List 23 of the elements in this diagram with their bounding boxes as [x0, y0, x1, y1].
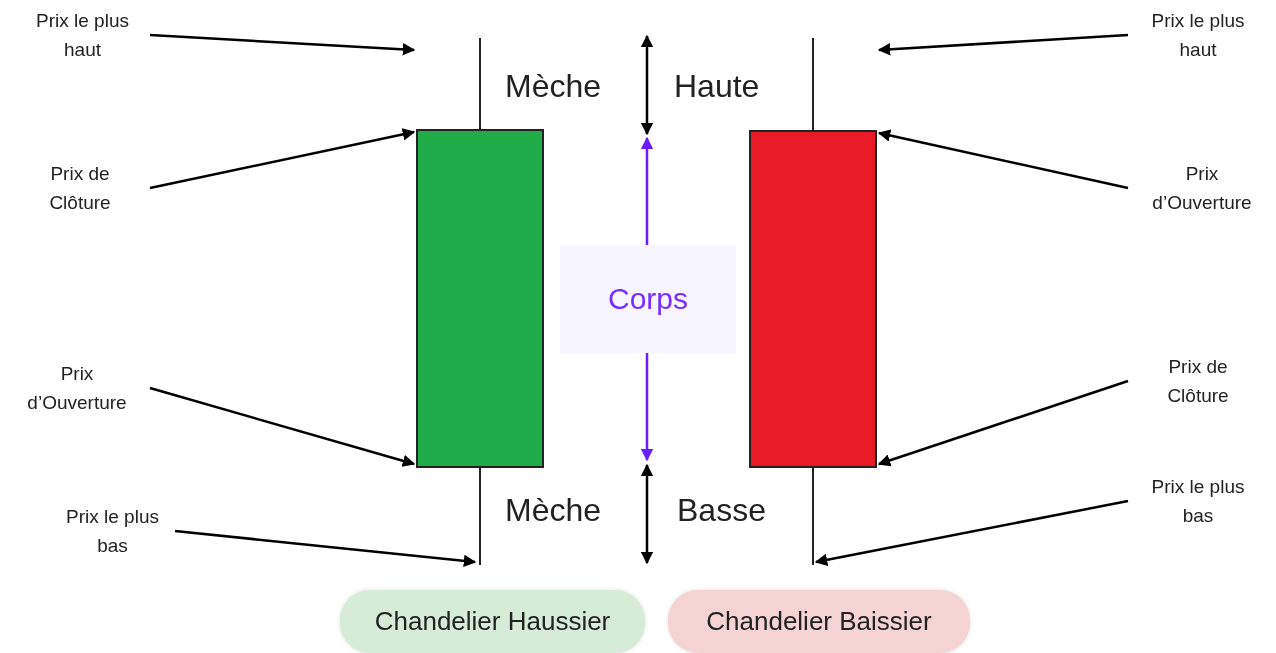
wick-label: Mèche — [505, 68, 602, 105]
bearish-candle-tag: Chandelier Baissier — [668, 590, 970, 653]
wick-label: Basse — [677, 492, 766, 529]
wick-label: Mèche — [505, 492, 602, 529]
leader-arrow — [149, 128, 416, 190]
price-label: Prix de Clôture — [1166, 354, 1230, 408]
price-label: Prix le plus bas — [65, 504, 160, 558]
price-label: Prix de Clôture — [48, 161, 112, 215]
price-label: Prix le plus haut — [1150, 8, 1246, 62]
price-label: Prix d’Ouverture — [1151, 161, 1253, 215]
body-label-panel: Corps — [560, 245, 736, 353]
leader-arrow — [877, 33, 1129, 56]
price-label: Prix le plus haut — [35, 8, 130, 62]
price-label: Prix d’Ouverture — [26, 361, 128, 415]
wick-label: Haute — [674, 68, 760, 105]
leader-arrow — [149, 386, 416, 467]
leader-arrow — [814, 499, 1129, 566]
bullish-candle-tag: Chandelier Haussier — [340, 590, 645, 653]
leader-arrow — [174, 529, 477, 568]
leader-arrow — [877, 129, 1129, 190]
leader-arrow — [877, 379, 1129, 467]
price-label: Prix le plus bas — [1150, 474, 1246, 528]
leader-arrow — [149, 33, 416, 56]
